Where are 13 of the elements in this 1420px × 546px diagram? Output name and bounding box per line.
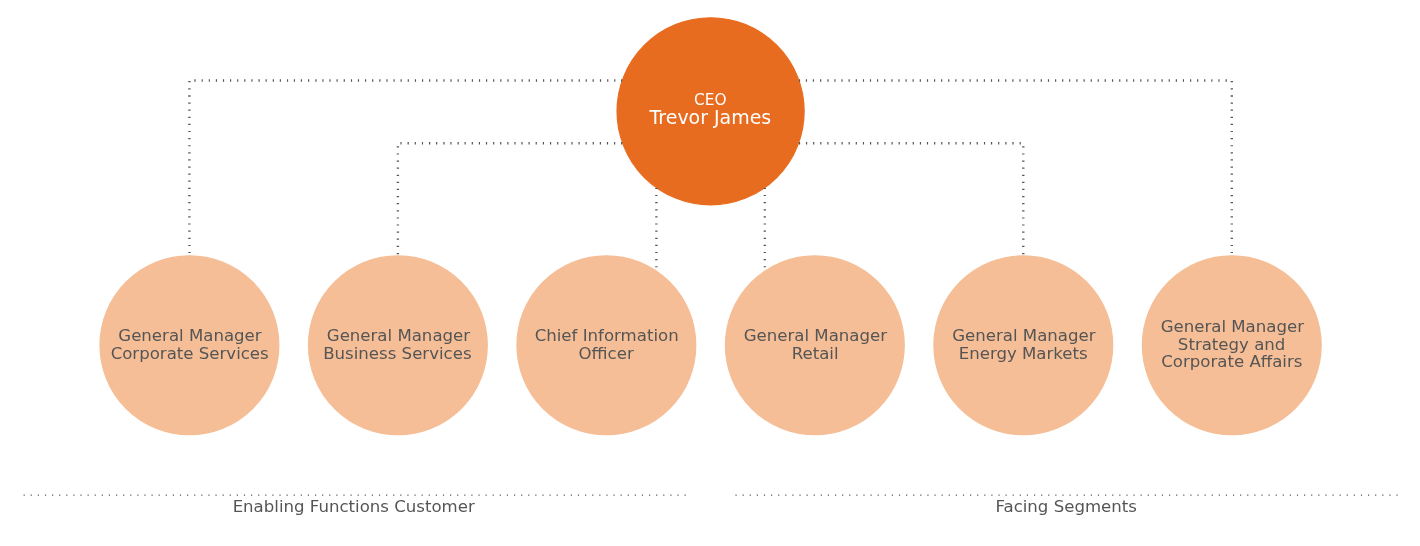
node-circle: CEO Trevor James	[616, 17, 805, 206]
connector	[188, 79, 623, 256]
connector	[798, 142, 1025, 256]
node-circle: General Manager Business Services	[307, 255, 488, 436]
label: Facing Segments	[995, 496, 1137, 516]
node-circle: General Manager Retail	[724, 255, 905, 436]
node-circle: General Manager Energy Markets	[933, 255, 1114, 436]
connector	[799, 79, 1233, 256]
label: Enabling Functions Customer	[232, 496, 475, 516]
node-circle: General Manager Strategy and Corporate Affairs	[1141, 255, 1322, 436]
connector	[396, 142, 623, 256]
node-circle: Chief Information Officer	[516, 255, 697, 436]
node-circle: General Manager Corporate Services	[99, 255, 280, 436]
